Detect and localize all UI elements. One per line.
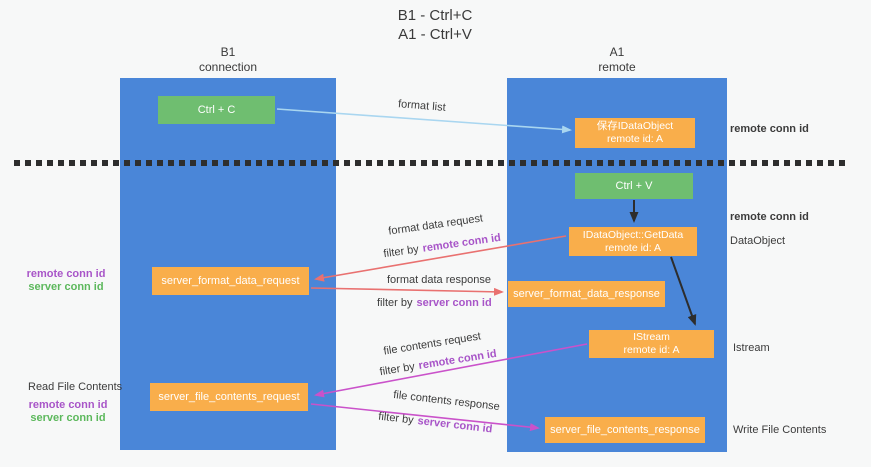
node-server-file-contents-request: server_file_contents_request xyxy=(150,383,308,411)
title-line-2: A1 - Ctrl+V xyxy=(398,26,472,43)
annotation-server-conn-id-left: server conn id xyxy=(28,281,104,293)
filter-by-text: filter by xyxy=(377,297,413,309)
diagram-title: B1 - Ctrl+C A1 - Ctrl+V xyxy=(325,6,545,44)
file-request-label: server_file_contents_request xyxy=(158,390,300,403)
node-idataobject-getdata: IDataObject::GetData remote id: A xyxy=(569,227,697,256)
lane-header-b1: B1 connection xyxy=(120,45,336,75)
format-data-request-arrow xyxy=(314,235,567,282)
file-contents-request-arrow xyxy=(314,343,588,398)
annotation-left-conn-ids-bottom: remote conn id server conn id xyxy=(22,399,114,425)
node-ctrl-v: Ctrl + V xyxy=(575,173,693,199)
annotation-server-conn-id-left2: server conn id xyxy=(30,412,106,424)
lane-header-a1: A1 remote xyxy=(507,45,727,75)
annotation-remote-conn-id-mid: remote conn id xyxy=(730,211,809,223)
server-conn-id-text: server conn id xyxy=(416,297,492,309)
istream-line2: remote id: A xyxy=(623,344,680,356)
getdata-line2: remote id: A xyxy=(604,241,662,254)
annotation-remote-conn-id-top: remote conn id xyxy=(730,123,809,135)
edge-label-format-data-response: format data response xyxy=(387,274,491,286)
annotation-remote-conn-id-left: remote conn id xyxy=(26,268,106,280)
annotation-read-file-contents: Read File Contents xyxy=(28,381,123,393)
save-idataobject-line1: 保存IDataObject xyxy=(596,120,674,132)
node-ctrl-c: Ctrl + C xyxy=(158,96,275,124)
node-server-format-data-response: server_format_data_response xyxy=(508,281,665,307)
getdata-to-istream-arrow xyxy=(670,256,697,326)
annotation-istream: Istream xyxy=(733,342,770,354)
annotation-left-conn-ids-top: remote conn id server conn id xyxy=(18,268,114,294)
node-save-idataobject: 保存IDataObject remote id: A xyxy=(575,118,695,148)
lane-b1-name: B1 xyxy=(220,45,236,59)
istream-line1: IStream xyxy=(633,331,670,343)
file-response-label: server_file_contents_response xyxy=(550,423,700,436)
node-istream: IStream remote id: A xyxy=(589,330,714,358)
lane-a1-role: remote xyxy=(598,60,636,74)
file-contents-response-arrow xyxy=(310,403,540,432)
ctrl-c-label: Ctrl + C xyxy=(197,103,236,116)
node-server-format-data-request: server_format_data_request xyxy=(152,267,309,295)
save-idataobject-line2: remote id: A xyxy=(606,133,664,145)
title-line-1: B1 - Ctrl+C xyxy=(397,7,473,24)
lane-b1-role: connection xyxy=(198,60,258,74)
format-list-arrow xyxy=(276,108,572,134)
annotation-dataobject: DataObject xyxy=(730,235,786,247)
annotation-write-file-contents: Write File Contents xyxy=(733,424,827,436)
getdata-line1: IDataObject::GetData xyxy=(582,228,684,241)
format-request-label: server_format_data_request xyxy=(161,274,300,287)
format-response-label: server_format_data_response xyxy=(513,287,660,300)
ctrl-v-label: Ctrl + V xyxy=(615,179,653,192)
annotation-remote-conn-id-left2: remote conn id xyxy=(28,399,108,411)
format-data-response-arrow xyxy=(310,287,504,296)
node-server-file-contents-response: server_file_contents_response xyxy=(545,417,705,443)
lane-a1-name: A1 xyxy=(609,45,625,59)
